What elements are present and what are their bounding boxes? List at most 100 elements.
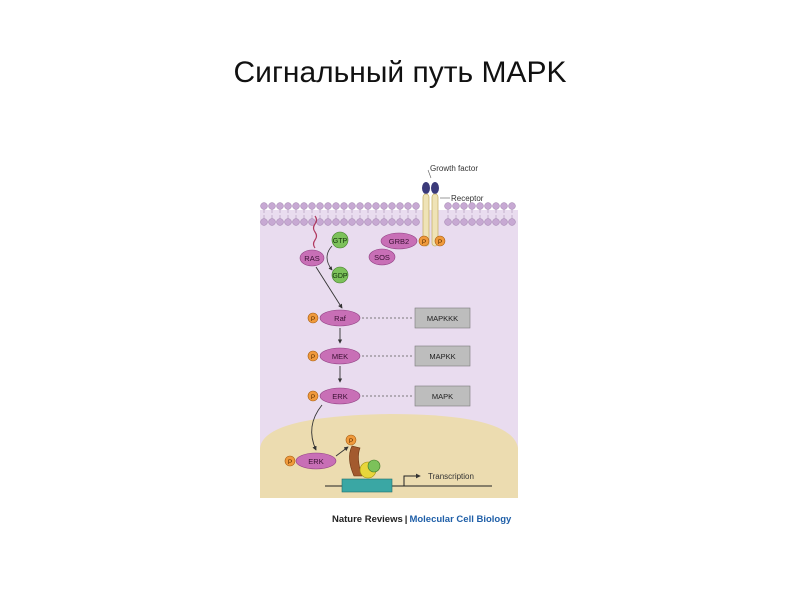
growth-factor-leader bbox=[427, 169, 432, 179]
erk-phospho bbox=[307, 390, 319, 402]
erk-label: ERK bbox=[332, 392, 347, 401]
mapk-pathway-diagram: Growth factor Receptor P P GRB2 SOS RAS … bbox=[260, 164, 518, 498]
gdp-molecule bbox=[331, 266, 349, 284]
receptor-right-chain bbox=[431, 193, 439, 247]
membrane-lipid-head bbox=[412, 218, 420, 226]
membrane-lipid-head bbox=[380, 218, 388, 226]
membrane-lipid-head bbox=[500, 202, 508, 210]
membrane-lipid-head bbox=[260, 218, 268, 226]
gtp-molecule bbox=[331, 231, 349, 249]
membrane-lipid-head bbox=[476, 218, 484, 226]
nuclear-erk-label: ERK bbox=[308, 457, 323, 466]
membrane-lipid-head bbox=[292, 218, 300, 226]
promoter-element bbox=[341, 478, 393, 493]
membrane-lipid-head bbox=[324, 202, 332, 210]
raf-phospho bbox=[307, 312, 319, 324]
mek-label: MEK bbox=[332, 352, 348, 361]
membrane-lipid-head bbox=[452, 202, 460, 210]
membrane-lipid-head bbox=[260, 202, 268, 210]
membrane-lipid-head bbox=[444, 218, 452, 226]
mapk-label: MAPK bbox=[432, 392, 453, 401]
membrane-lipid-head bbox=[484, 202, 492, 210]
ras-label: RAS bbox=[304, 254, 319, 263]
cell-membrane bbox=[260, 202, 516, 226]
tf-phospho-label: P bbox=[349, 438, 353, 445]
raf-phospho-label: P bbox=[311, 316, 315, 323]
membrane-lipid-head bbox=[508, 218, 516, 226]
nuclear-erk-phospho bbox=[284, 455, 296, 467]
grb2-protein bbox=[380, 232, 418, 250]
membrane-lipid-head bbox=[356, 218, 364, 226]
receptor-left-chain bbox=[422, 193, 430, 247]
growth-factor-ligand bbox=[422, 182, 430, 194]
membrane-lipid-head bbox=[476, 202, 484, 210]
receptor-label: Receptor bbox=[451, 194, 484, 203]
receptor-phospho-label: P bbox=[422, 239, 426, 246]
page-title: Сигнальный путь MAPK bbox=[233, 56, 567, 89]
grb2-label: GRB2 bbox=[389, 237, 409, 246]
membrane-lipid-head bbox=[404, 218, 412, 226]
sos-protein bbox=[368, 248, 396, 266]
membrane-lipid-head bbox=[356, 202, 364, 210]
membrane-lipid-head bbox=[492, 218, 500, 226]
nuclear-erk-phospho-label: P bbox=[288, 459, 292, 466]
ras-lipid-anchor bbox=[312, 215, 318, 249]
membrane-lipid-head bbox=[468, 202, 476, 210]
membrane-lipid-head bbox=[340, 218, 348, 226]
ras-protein bbox=[299, 249, 325, 267]
membrane-lipid-head bbox=[316, 218, 324, 226]
gdp-label: GDP bbox=[332, 273, 348, 280]
membrane-lipid-head bbox=[268, 218, 276, 226]
membrane-lipid-head bbox=[372, 218, 380, 226]
mapkk-label: MAPKK bbox=[429, 352, 455, 361]
gtp-hydrolysis-arrow bbox=[326, 245, 333, 271]
membrane-lipid-head bbox=[348, 218, 356, 226]
raf-protein bbox=[319, 309, 361, 327]
membrane-lipid-head bbox=[372, 202, 380, 210]
credit-separator: | bbox=[404, 514, 408, 525]
membrane-lipid-head bbox=[292, 202, 300, 210]
mapkk-box bbox=[414, 345, 471, 367]
coactivator-green bbox=[367, 459, 381, 473]
membrane-lipid-head bbox=[332, 218, 340, 226]
membrane-lipid-head bbox=[460, 202, 468, 210]
growth-factor-label: Growth factor bbox=[430, 164, 478, 173]
erk-to-tf-arrow bbox=[335, 446, 349, 457]
membrane-lipid-head bbox=[340, 202, 348, 210]
membrane-lipid-head bbox=[388, 202, 396, 210]
membrane-lipid-head bbox=[396, 218, 404, 226]
membrane-lipid-head bbox=[404, 202, 412, 210]
credit-section: Molecular Cell Biology bbox=[409, 514, 512, 525]
membrane-lipid-head bbox=[364, 202, 372, 210]
membrane-lipid-head bbox=[268, 202, 276, 210]
mapkkk-label: MAPKKK bbox=[427, 314, 458, 323]
tf-phospho bbox=[345, 434, 357, 446]
membrane-lipid-head bbox=[380, 202, 388, 210]
membrane-lipid-head bbox=[500, 218, 508, 226]
mek-phospho-label: P bbox=[311, 354, 315, 361]
membrane-lipid-head bbox=[484, 218, 492, 226]
membrane-lipid-head bbox=[452, 218, 460, 226]
raf-label: Raf bbox=[334, 314, 347, 323]
mapkkk-box bbox=[414, 307, 471, 329]
membrane-lipid-head bbox=[276, 218, 284, 226]
membrane-lipid-head bbox=[492, 202, 500, 210]
erk-phospho-label: P bbox=[311, 394, 315, 401]
receptor-phospho-label: P bbox=[438, 239, 442, 246]
membrane-lipid-head bbox=[316, 202, 324, 210]
membrane-lipid-head bbox=[348, 202, 356, 210]
membrane-lipid-head bbox=[284, 218, 292, 226]
membrane-lipid-head bbox=[412, 202, 420, 210]
transcription-label: Transcription bbox=[428, 472, 474, 481]
gtp-label: GTP bbox=[333, 238, 348, 245]
receptor-phospho bbox=[418, 235, 430, 247]
growth-factor-ligand bbox=[431, 182, 439, 194]
membrane-lipid-head bbox=[388, 218, 396, 226]
membrane-lipid-head bbox=[300, 202, 308, 210]
membrane-lipid-head bbox=[460, 218, 468, 226]
membrane-lipid-head bbox=[468, 218, 476, 226]
mek-protein bbox=[319, 347, 361, 365]
receptor-phospho bbox=[434, 235, 446, 247]
membrane-lipid-head bbox=[308, 202, 316, 210]
membrane-lipid-head bbox=[364, 218, 372, 226]
